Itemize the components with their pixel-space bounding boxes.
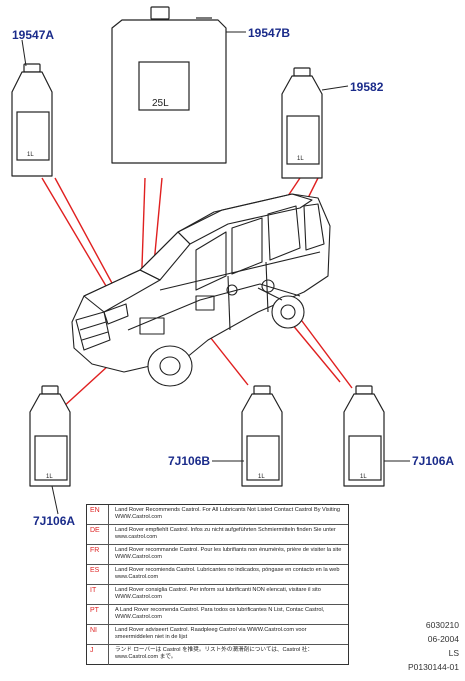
legend-code: PT [87,605,109,624]
label-19547b: 19547B [248,26,291,40]
legend-text: Land Rover recommande Castrol. Pour les … [115,547,342,560]
legend-code: J [87,645,109,665]
legend-code: EN [87,505,109,524]
bottle-volume-7j106b: 1L [258,474,265,480]
legend-row: DE Land Rover empfiehlt Castrol. Infos z… [87,525,348,545]
legend-code: IT [87,585,109,604]
legend-text: ランド ローバーは Castrol を推奨。リスト外の潤滑剤については、Cast… [115,647,313,660]
footer-date: 06-2004 [427,634,459,644]
lubricant-legend-table: EN Land Rover Recommends Castrol. For Al… [86,504,349,665]
legend-text: Land Rover recomienda Castrol. Lubricant… [115,567,340,580]
legend-row: PT A Land Rover recomenda Castrol. Para … [87,605,348,625]
legend-code: ES [87,565,109,584]
bottle-7j106a-right [343,385,385,487]
legend-row: J ランド ローバーは Castrol を推奨。リスト外の潤滑剤については、Ca… [87,645,348,665]
bottle-7j106b [241,385,283,487]
legend-row: NI Land Rover adviseert Castrol. Raadple… [87,625,348,645]
label-19582: 19582 [350,80,384,94]
bottle-19547a [11,63,53,177]
canister-volume: 25L [152,98,169,109]
legend-text: Land Rover consiglia Castrol. Per inform… [115,587,321,600]
label-19547a: 19547A [12,28,55,42]
bottle-volume-19582: 1L [297,156,304,162]
legend-text: Land Rover adviseert Castrol. Raadpleeg … [115,627,307,640]
legend-row: FR Land Rover recommande Castrol. Pour l… [87,545,348,565]
label-7j106a-left: 7J106A [33,514,76,528]
legend-text: A Land Rover recomenda Castrol. Para tod… [115,607,325,620]
canister-19547b [111,6,227,164]
bottle-7j106a-left [29,385,71,487]
label-leaders [21,31,410,515]
footer-ref: P0130144-01 [407,662,459,672]
label-7j106b: 7J106B [168,454,211,468]
vehicle-drawing [71,193,331,387]
legend-code: DE [87,525,109,544]
legend-code: FR [87,545,109,564]
footer-region: LS [448,648,459,658]
legend-row: ES Land Rover recomienda Castrol. Lubric… [87,565,348,585]
legend-text: Land Rover Recommends Castrol. For All L… [115,507,340,520]
label-7j106a-right: 7J106A [412,454,455,468]
bottle-volume-19547a: 1L [27,152,34,158]
bottle-volume-7j106a-right: 1L [360,474,367,480]
bottle-19582 [281,67,323,179]
legend-code: NI [87,625,109,644]
footer-code: 6030210 [425,620,459,630]
bottle-volume-7j106a-left: 1L [46,474,53,480]
legend-row: EN Land Rover Recommends Castrol. For Al… [87,505,348,525]
legend-row: IT Land Rover consiglia Castrol. Per inf… [87,585,348,605]
legend-text: Land Rover empfiehlt Castrol. Infos zu n… [115,527,336,540]
